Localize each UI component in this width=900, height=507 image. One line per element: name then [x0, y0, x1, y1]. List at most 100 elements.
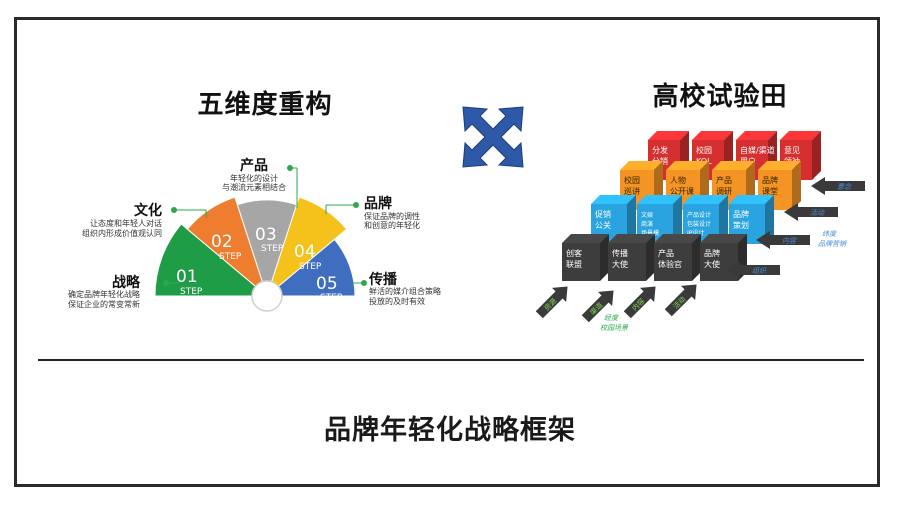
- cube-orange-0-line2: 巡讲: [624, 186, 640, 196]
- cube-dark-2-side: [692, 234, 701, 281]
- cube-red-0-line1: 分发: [652, 145, 668, 155]
- cube-dark-2-line1: 产品: [658, 248, 674, 258]
- cube-red-3-side: [812, 131, 821, 180]
- bottom-arrow-2: 内容: [623, 286, 656, 319]
- cube-dark-1-line2: 大使: [612, 259, 628, 269]
- bottom-arrow-2-shape: [623, 286, 656, 319]
- cube-blue-2-line3: IP设计: [687, 229, 704, 237]
- fan-num-05: 05: [316, 274, 338, 294]
- bottom-caption-line2: 校园场景: [600, 324, 629, 332]
- fan-label-title-product: 产品: [240, 157, 268, 174]
- cube-blue-0-line1: 促销: [595, 209, 611, 219]
- fan-step-05: STEP: [320, 293, 343, 303]
- side-caption-line2: 品牌营销: [818, 240, 848, 248]
- cube-dark-1-top: [608, 234, 655, 243]
- fan-label-line2-culture: 组织内形成价值观认同: [82, 228, 162, 238]
- cube-red-1-line1: 校园: [696, 145, 712, 155]
- divider-line: [38, 359, 864, 361]
- cube-orange-1-line1: 人物: [670, 175, 686, 185]
- cube-blue-2-line1: 产品设计: [687, 211, 711, 219]
- cube-blue-1-side: [673, 195, 682, 244]
- fan-leader-lines: [163, 165, 367, 286]
- cube-dark-3-top: [700, 234, 747, 243]
- cross-arrows-icon: [462, 106, 524, 168]
- cube-dark-2-line2: 体验官: [658, 259, 682, 269]
- cube-red-3-top: [780, 131, 821, 140]
- fan-label-line1-culture: 让态度和年轻人对话: [90, 218, 162, 228]
- fan-step-04: STEP: [299, 262, 322, 272]
- cube-dark-0-line2: 联盟: [566, 260, 582, 269]
- cube-orange-3-top: [758, 161, 801, 170]
- cube-orange-1-top: [666, 161, 709, 170]
- fan-label-line1-communication: 鲜活的媒介组合策略: [369, 286, 441, 296]
- cube-dark-0-top: [562, 234, 609, 243]
- cube-dark-0-side: [600, 234, 609, 281]
- cube-orange-2-top: [712, 161, 755, 170]
- cube-blue-0-side: [627, 195, 636, 244]
- cube-red-2-line1: 自媒/渠道: [740, 145, 775, 155]
- bottom-arrow-3-shape: [664, 284, 697, 317]
- fan-label-line1-brand: 保证品牌的调性: [364, 211, 420, 221]
- cube-orange-1-line2: 公开课: [670, 187, 694, 196]
- cube-dark-2-top: [654, 234, 701, 243]
- bottom-title: 品牌年轻化战略框架: [324, 415, 576, 446]
- fan-step-03: STEP: [261, 244, 284, 254]
- fan-label-line1-product: 年轻化的设计: [230, 173, 278, 183]
- cube-red-0-top: [648, 131, 689, 140]
- bottom-arrow-3: 活动: [664, 284, 697, 317]
- cube-blue-2-top: [683, 195, 728, 204]
- cube-dark-3-front: [700, 243, 738, 281]
- cube-red-1-top: [692, 131, 733, 140]
- fan-hub: [251, 280, 283, 312]
- fan-label-title-strategy: 战略: [112, 274, 141, 291]
- cube-blue-1-line3: 场景模: [641, 229, 659, 237]
- cube-blue-0-line2: 公关: [595, 220, 611, 230]
- cube-blue-1-line2: 商演: [641, 220, 653, 228]
- cube-dark-1-line1: 传播: [612, 248, 628, 258]
- cube-blue-3-line1: 品牌: [733, 209, 749, 219]
- cube-dark-2-front: [654, 243, 692, 281]
- fan-label-title-communication: 传播: [368, 271, 398, 288]
- bottom-arrow-0: 资源: [535, 286, 568, 319]
- side-arrow-label-1: 活动: [810, 209, 825, 217]
- bottom-caption-line1: 经度: [604, 314, 619, 322]
- side-arrow-label-0: 意念: [837, 183, 852, 191]
- cube-orange-3-line1: 品牌: [762, 175, 778, 185]
- cube-dark-1-front: [608, 243, 646, 281]
- fan-step-01: STEP: [180, 287, 203, 297]
- right-title: 高校试验田: [652, 82, 788, 112]
- side-arrow-label-2: 内容: [782, 237, 797, 245]
- cube-dark-0-front: [562, 243, 600, 281]
- cube-red-2-top: [736, 131, 777, 140]
- cube-blue-2-side: [719, 195, 728, 244]
- cube-orange-0-line1: 校园: [624, 175, 640, 185]
- bottom-arrow-1-shape: [581, 290, 614, 323]
- side-arrow-label-3: 组织: [752, 267, 767, 275]
- cube-orange-3-side: [792, 161, 801, 210]
- fan-label-line2-communication: 投放的及时有效: [369, 296, 425, 306]
- cube-dark-3-line1: 品牌: [704, 248, 720, 258]
- fan-label-line1-strategy: 确定品牌年轻化战略: [68, 289, 140, 299]
- fan-label-line2-strategy: 保证企业的常变常新: [68, 299, 140, 309]
- fan-label-title-culture: 文化: [134, 202, 162, 219]
- cube-blue-0-top: [591, 195, 636, 204]
- cube-blue-2-line2: 包装设计: [687, 220, 711, 228]
- fan-diagram: 01 STEP 02 STEP 03 STEP 04 STEP 05 STEP …: [68, 157, 441, 312]
- cube-orange-3-line2: 课堂: [762, 186, 778, 196]
- fan-num-04: 04: [294, 242, 316, 262]
- fan-label-line2-product: 与潮流元素相结合: [222, 182, 286, 192]
- cube-blue-3-top: [729, 195, 774, 204]
- fan-num-02: 02: [211, 232, 233, 252]
- cube-red-3-line1: 意见: [784, 145, 800, 155]
- bottom-arrow-0-shape: [535, 286, 568, 319]
- side-arrow-2: [756, 231, 810, 249]
- fan-label-line2-brand: 和创意的年轻化: [364, 220, 420, 230]
- side-caption-line1: 纬度: [822, 230, 837, 238]
- cube-dark-0-line1: 创客: [566, 248, 582, 258]
- cube-blue-3-line2: 策划: [733, 220, 749, 230]
- fan-num-01: 01: [176, 267, 198, 287]
- cube-blue-3-side: [765, 195, 774, 244]
- cube-dark-3-line2: 大使: [704, 259, 720, 269]
- fan-num-03: 03: [255, 225, 277, 245]
- cube-dark-1-side: [646, 234, 655, 281]
